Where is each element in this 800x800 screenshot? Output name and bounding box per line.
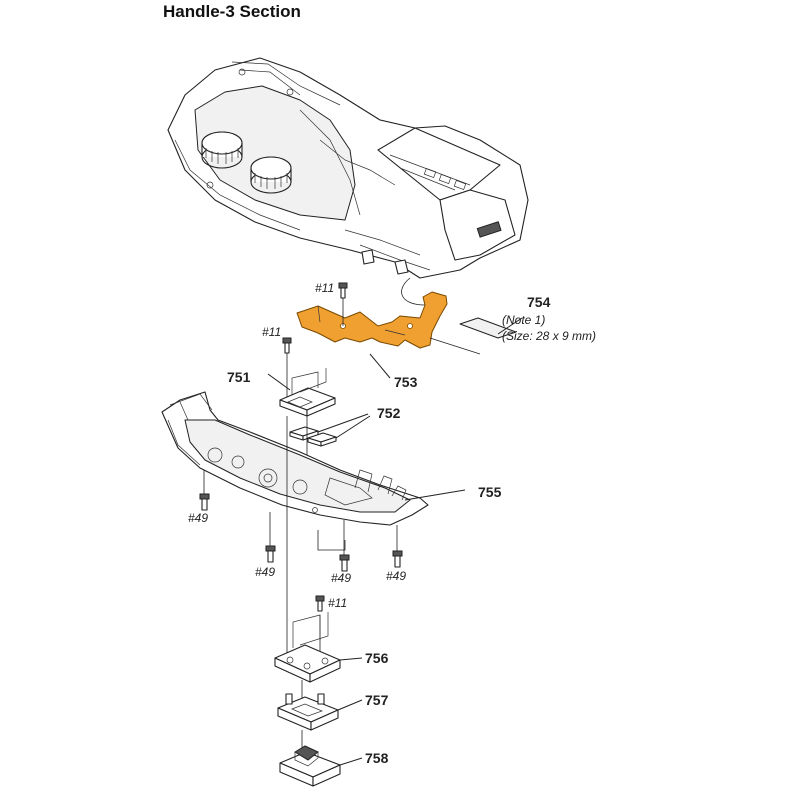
screw-ref-11-top: #11 <box>315 281 334 295</box>
spacers-752 <box>289 413 371 447</box>
part-number-753: 753 <box>394 374 418 390</box>
screw-ref-49-d: #49 <box>386 569 406 583</box>
block-756 <box>274 612 363 683</box>
handle-body-assembly <box>167 57 529 279</box>
part-number-758: 758 <box>365 750 389 766</box>
note-754-line2: (Size: 28 x 9 mm) <box>502 329 596 343</box>
part-number-754: 754 <box>527 294 551 310</box>
flex-board-753 <box>296 291 448 349</box>
screw-ref-11-lower: #11 <box>328 596 347 610</box>
page-title: Handle-3 Section <box>163 2 301 21</box>
screw-11-left <box>282 337 292 400</box>
screw-49-c <box>339 520 350 572</box>
part-number-756: 756 <box>365 650 389 666</box>
screw-49-a <box>199 470 210 511</box>
block-758 <box>279 745 363 787</box>
screw-49-d <box>392 525 403 568</box>
bottom-cover-755 <box>161 391 466 526</box>
part-number-757: 757 <box>365 692 389 708</box>
screw-ref-11-left: #11 <box>262 325 281 339</box>
label-sheet-754 <box>429 317 523 355</box>
holder-751 <box>279 368 336 417</box>
screw-ref-49-b: #49 <box>255 565 275 579</box>
screw-49-b <box>265 512 276 563</box>
screw-ref-49-c: #49 <box>331 571 351 585</box>
knob-right <box>250 156 292 194</box>
part-number-755: 755 <box>478 484 502 500</box>
part-number-751: 751 <box>227 369 251 385</box>
screw-ref-49-a: #49 <box>188 511 208 525</box>
block-757 <box>277 693 363 731</box>
screw-11-top <box>338 282 348 326</box>
part-number-752: 752 <box>377 405 401 421</box>
note-754-line1: (Note 1) <box>502 313 545 327</box>
screw-11-lower <box>315 595 325 612</box>
knob-left <box>201 131 243 169</box>
